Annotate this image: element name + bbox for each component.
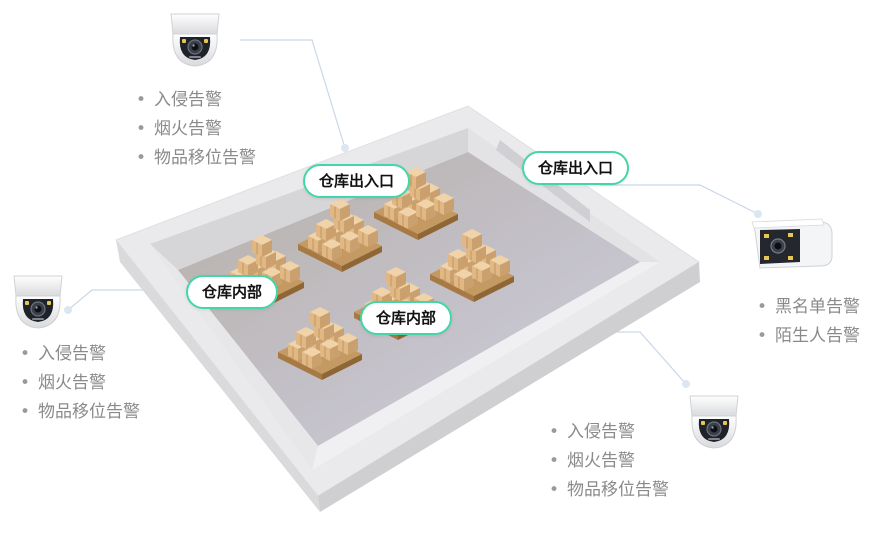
label-warehouse-interior-left: 仓库内部 (186, 275, 278, 309)
alarm-item: •物品移位告警 (549, 476, 669, 505)
label-warehouse-entrance-left: 仓库出入口 (303, 164, 410, 198)
alarm-item: •物品移位告警 (20, 398, 140, 427)
alarm-item: •陌生人告警 (757, 322, 860, 351)
label-warehouse-entrance-right: 仓库出入口 (522, 151, 629, 185)
alarm-list-bullet-camera: •黑名单告警 •陌生人告警 (757, 293, 860, 351)
dome-camera-icon (171, 14, 219, 66)
alarm-list-top-camera: •入侵告警 •烟火告警 •物品移位告警 (136, 86, 256, 173)
alarm-list-left-camera: •入侵告警 •烟火告警 •物品移位告警 (20, 340, 140, 427)
dome-camera-icon (14, 276, 62, 328)
alarm-item: •黑名单告警 (757, 293, 860, 322)
alarm-list-bottom-camera: •入侵告警 •烟火告警 •物品移位告警 (549, 418, 669, 505)
dome-camera-icon (690, 396, 738, 448)
alarm-item: •烟火告警 (549, 447, 669, 476)
alarm-item: •物品移位告警 (136, 144, 256, 173)
alarm-item: •烟火告警 (136, 115, 256, 144)
label-warehouse-interior-right: 仓库内部 (360, 301, 452, 335)
alarm-item: •入侵告警 (549, 418, 669, 447)
alarm-item: •入侵告警 (136, 86, 256, 115)
bullet-camera-icon (752, 219, 832, 268)
alarm-item: •入侵告警 (20, 340, 140, 369)
alarm-item: •烟火告警 (20, 369, 140, 398)
